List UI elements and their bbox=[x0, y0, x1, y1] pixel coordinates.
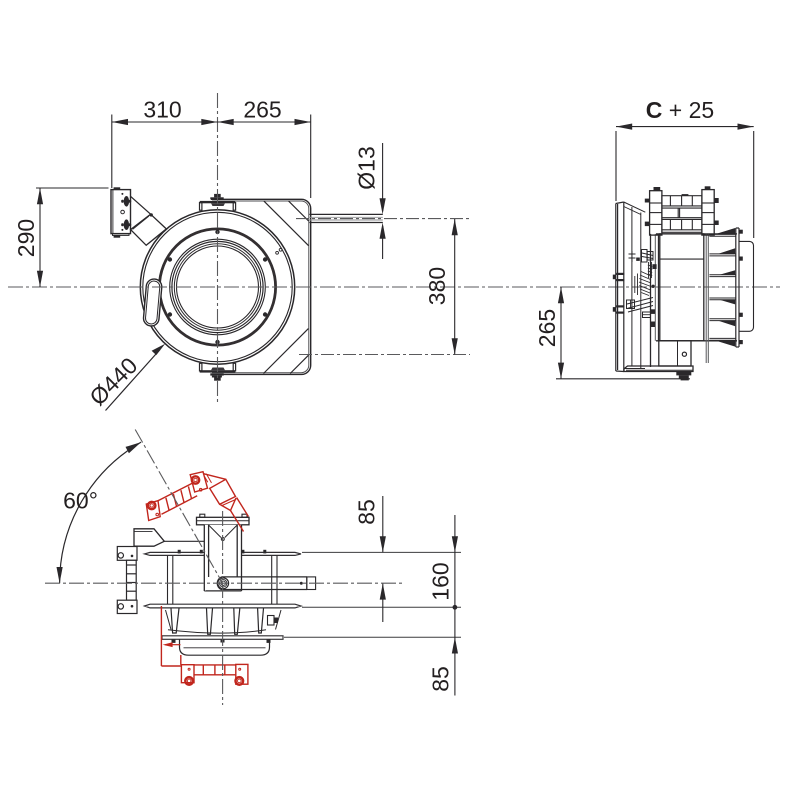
svg-text:85: 85 bbox=[428, 666, 454, 692]
svg-text:85: 85 bbox=[354, 499, 380, 525]
svg-text:160: 160 bbox=[428, 562, 454, 600]
svg-text:290: 290 bbox=[13, 219, 39, 257]
svg-text:60°: 60° bbox=[63, 488, 98, 514]
svg-text:265: 265 bbox=[243, 97, 281, 123]
svg-text:380: 380 bbox=[424, 267, 450, 305]
svg-text:310: 310 bbox=[143, 97, 181, 123]
svg-text:Ø13: Ø13 bbox=[354, 146, 380, 189]
svg-text:C + 25: C + 25 bbox=[646, 97, 714, 123]
svg-text:265: 265 bbox=[534, 309, 560, 347]
